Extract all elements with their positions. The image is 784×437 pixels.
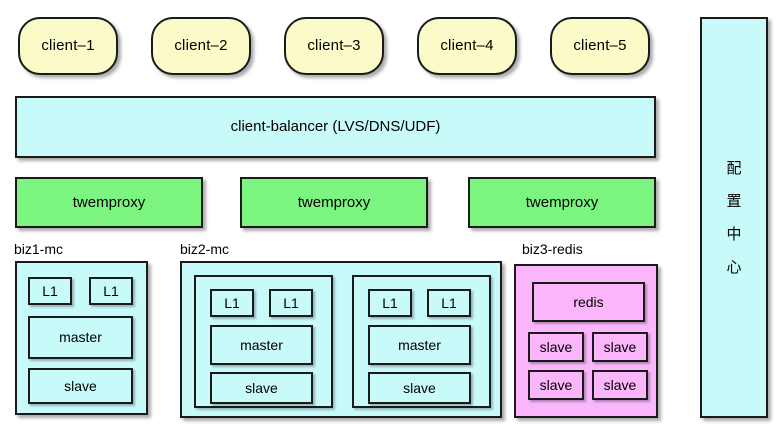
biz1-l1-node-2[interactable]: L1 (89, 277, 133, 305)
client-node-label: client–1 (41, 37, 95, 55)
redis-label: redis (573, 293, 604, 310)
redis-primary-node[interactable]: redis (532, 282, 645, 322)
l1-label: L1 (42, 282, 58, 299)
slave-label: slave (603, 376, 637, 393)
cluster-label-biz2-mc: biz2-mc (180, 241, 230, 257)
twemproxy-label: twemproxy (297, 193, 371, 211)
redis-slave-node-4[interactable]: slave (592, 370, 648, 400)
biz2-g1-l1-node-2[interactable]: L1 (269, 289, 313, 317)
biz2-g2-master-node[interactable]: master (368, 325, 471, 365)
redis-slave-node-2[interactable]: slave (592, 332, 648, 362)
redis-slave-node-3[interactable]: slave (528, 370, 584, 400)
cluster-biz2-mc[interactable]: L1 L1 master slave L1 L1 master (180, 261, 502, 418)
l1-label: L1 (224, 294, 240, 311)
l1-label: L1 (441, 294, 457, 311)
client-node-1[interactable]: client–1 (18, 17, 118, 75)
biz1-master-node[interactable]: master (28, 316, 133, 359)
biz2-shard-group-2[interactable]: L1 L1 master slave (352, 275, 491, 408)
biz2-g1-master-node[interactable]: master (210, 325, 313, 365)
l1-label: L1 (382, 294, 398, 311)
config-center-char-3: 中 (726, 224, 742, 243)
twemproxy-node-2[interactable]: twemproxy (240, 177, 428, 228)
slave-label: slave (603, 338, 637, 355)
twemproxy-label: twemproxy (525, 193, 599, 211)
twemproxy-node-3[interactable]: twemproxy (468, 177, 656, 228)
client-node-label: client–5 (573, 37, 627, 55)
client-node-4[interactable]: client–4 (417, 17, 517, 75)
biz2-g2-l1-node-2[interactable]: L1 (427, 289, 471, 317)
config-center-char-4: 心 (726, 257, 742, 276)
master-label: master (59, 329, 102, 346)
client-node-label: client–3 (307, 37, 361, 55)
biz2-g1-l1-node-1[interactable]: L1 (210, 289, 254, 317)
slave-label: slave (403, 379, 436, 396)
cluster-label-biz3-redis: biz3-redis (522, 241, 583, 257)
client-node-label: client–2 (174, 37, 228, 55)
biz1-slave-node[interactable]: slave (28, 368, 133, 404)
cluster-biz3-redis[interactable]: redis slave slave slave slave (514, 264, 658, 418)
slave-label: slave (539, 376, 573, 393)
master-label: master (240, 336, 283, 353)
slave-label: slave (539, 338, 573, 355)
biz2-shard-group-1[interactable]: L1 L1 master slave (194, 275, 333, 408)
client-node-3[interactable]: client–3 (284, 17, 384, 75)
client-balancer-label: client-balancer (LVS/DNS/UDF) (230, 118, 441, 136)
redis-slave-node-1[interactable]: slave (528, 332, 584, 362)
slave-label: slave (245, 379, 278, 396)
biz2-g2-l1-node-1[interactable]: L1 (368, 289, 412, 317)
twemproxy-label: twemproxy (72, 193, 146, 211)
client-node-2[interactable]: client–2 (151, 17, 251, 75)
client-balancer-node[interactable]: client-balancer (LVS/DNS/UDF) (15, 96, 656, 158)
config-center-char-1: 配 (726, 158, 742, 177)
client-node-label: client–4 (440, 37, 494, 55)
cluster-label-biz1-mc: biz1-mc (14, 241, 64, 257)
biz2-g1-slave-node[interactable]: slave (210, 372, 313, 404)
slave-label: slave (64, 377, 97, 394)
biz2-g2-slave-node[interactable]: slave (368, 372, 471, 404)
l1-label: L1 (103, 282, 119, 299)
biz1-l1-node-1[interactable]: L1 (28, 277, 72, 305)
twemproxy-node-1[interactable]: twemproxy (15, 177, 203, 228)
l1-label: L1 (283, 294, 299, 311)
client-node-5[interactable]: client–5 (550, 17, 650, 75)
config-center-panel[interactable]: 配 置 中 心 (700, 17, 768, 418)
cluster-biz1-mc[interactable]: L1 L1 master slave (15, 261, 148, 415)
config-center-char-2: 置 (726, 191, 742, 210)
master-label: master (398, 336, 441, 353)
